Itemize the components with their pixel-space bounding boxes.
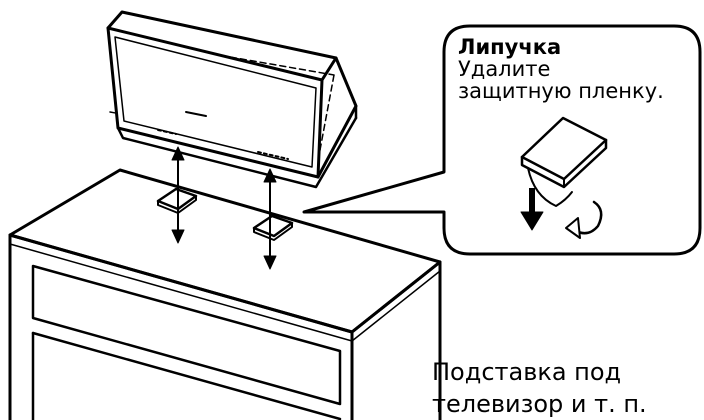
callout-bubble [302,24,702,256]
stand-caption-line-1: Подставка под [432,358,622,386]
down-arrow-icon [520,188,544,231]
rotate-arrow-icon [565,200,603,239]
stand-caption: Подставка под телевизор и т. п. [432,356,702,420]
callout-line-1: Удалите [458,57,551,81]
placement-arrow-right [263,168,277,270]
peel-illustration [520,116,608,207]
velcro-pad-right [252,214,294,241]
placement-arrow-left [171,146,185,244]
stand-caption-line-2: телевизор и т. п. [432,390,647,418]
callout-line-2: защитную пленку. [458,79,664,103]
callout-text: Липучка Удалите защитную пленку. [458,36,698,102]
speaker-illustration [106,10,358,189]
tv-stand-illustration [8,168,442,420]
callout-title: Липучка [458,35,562,59]
